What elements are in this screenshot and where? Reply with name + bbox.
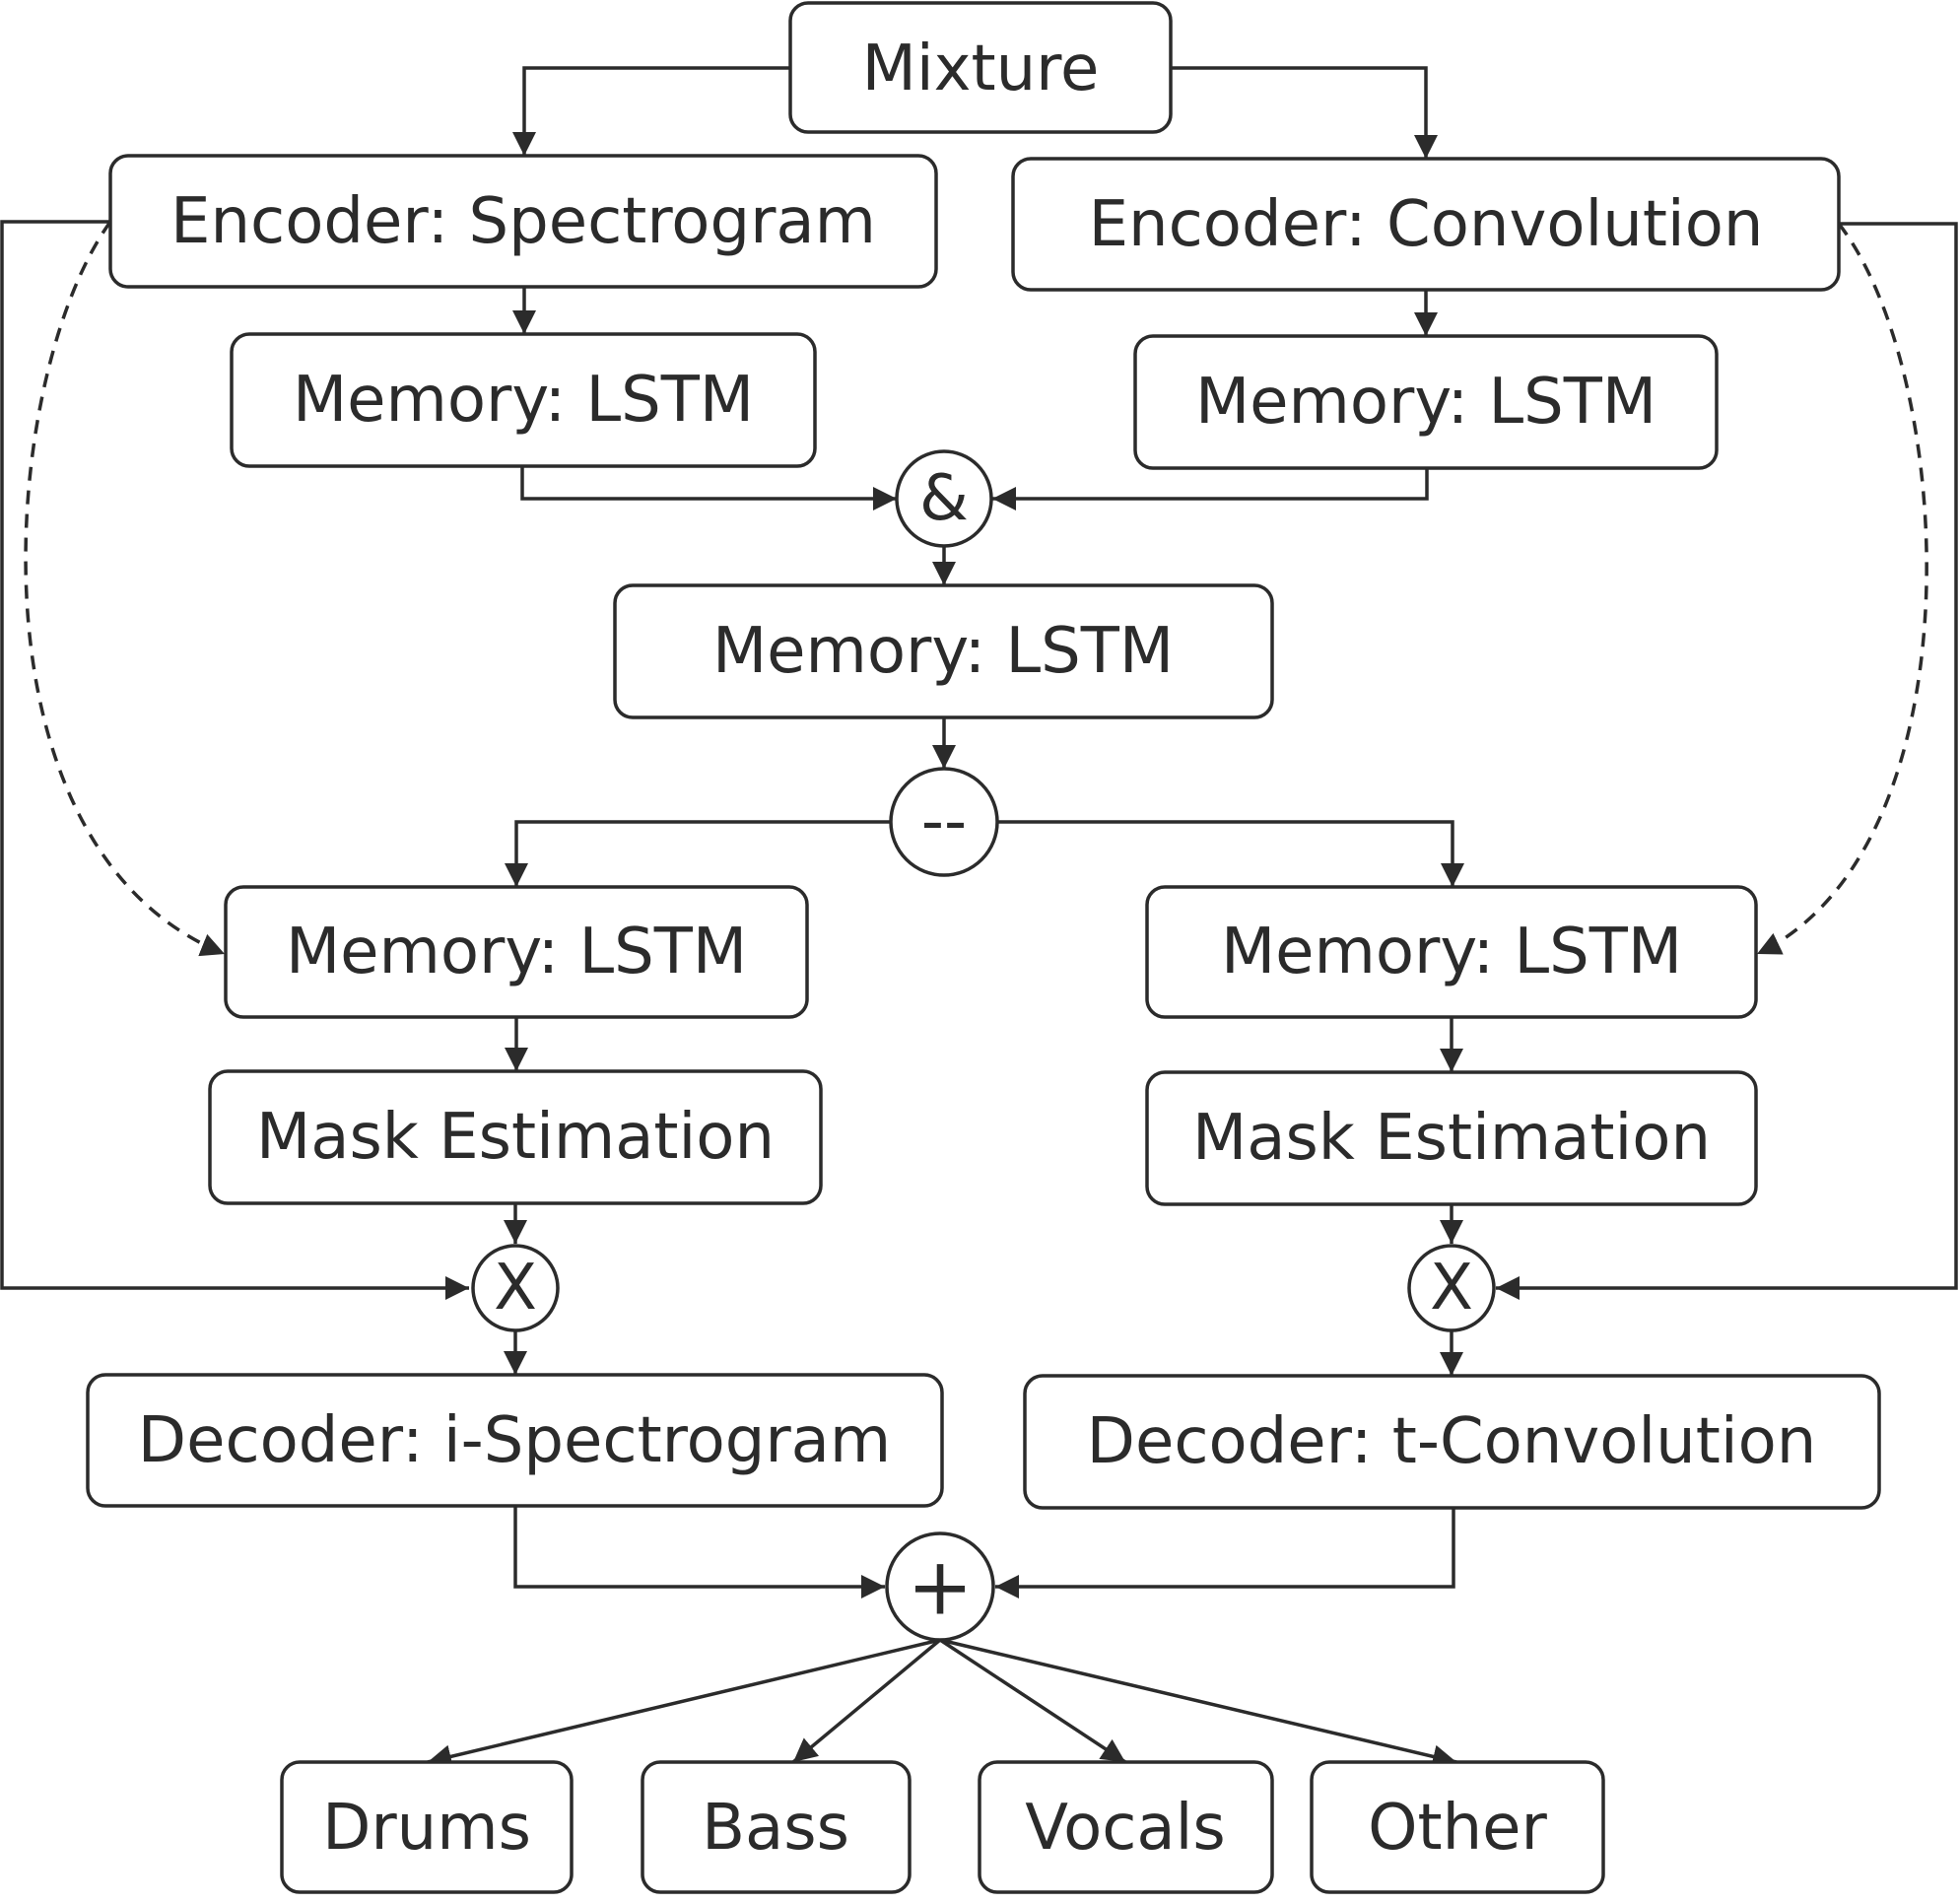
node-memory-lstm-left-bottom-label: Memory: LSTM xyxy=(286,916,747,988)
sum-operator-symbol: + xyxy=(907,1541,973,1633)
node-output-bass: Bass xyxy=(641,1760,912,1894)
edge-mixture-to-encoder-spectrogram xyxy=(512,66,790,156)
connectors xyxy=(0,66,1958,1769)
concat-operator-symbol: & xyxy=(919,462,969,535)
node-output-vocals: Vocals xyxy=(978,1760,1274,1894)
node-output-other: Other xyxy=(1310,1760,1605,1894)
multiply-operator-right: X xyxy=(1407,1244,1496,1332)
split-operator-symbol: -- xyxy=(921,785,967,858)
edge-decoder-right-to-sum xyxy=(995,1508,1455,1598)
node-output-bass-label: Bass xyxy=(702,1792,849,1865)
node-memory-lstm-right-bottom-label: Memory: LSTM xyxy=(1221,916,1682,988)
node-memory-lstm-left-top: Memory: LSTM xyxy=(230,332,817,468)
node-memory-lstm-center: Memory: LSTM xyxy=(613,583,1274,719)
concat-operator: & xyxy=(895,449,993,548)
node-memory-lstm-center-label: Memory: LSTM xyxy=(712,615,1174,688)
node-output-vocals-label: Vocals xyxy=(1025,1792,1226,1865)
node-decoder-t-convolution: Decoder: t-Convolution xyxy=(1023,1374,1881,1510)
edge-lstm-right-to-concat xyxy=(992,468,1429,510)
node-decoder-i-spectrogram: Decoder: i-Spectrogram xyxy=(86,1373,944,1508)
edge-sum-to-vocals xyxy=(939,1638,1126,1764)
skip-encoder-spectrogram-to-multiply xyxy=(0,220,469,1300)
node-memory-lstm-right-bottom: Memory: LSTM xyxy=(1145,885,1758,1019)
node-encoder-spectrogram: Encoder: Spectrogram xyxy=(108,154,938,289)
node-memory-lstm-right-top-label: Memory: LSTM xyxy=(1195,366,1656,439)
dashed-skip-encoder-convolution-to-lstm xyxy=(1756,222,1928,956)
node-mask-estimation-right: Mask Estimation xyxy=(1145,1070,1758,1206)
edge-lstm-left-to-concat xyxy=(520,466,897,510)
split-operator: -- xyxy=(889,767,999,877)
node-memory-lstm-left-top-label: Memory: LSTM xyxy=(293,364,754,437)
multiply-operator-left-symbol: X xyxy=(494,1252,537,1325)
node-decoder-i-spectrogram-label: Decoder: i-Spectrogram xyxy=(138,1404,891,1477)
node-decoder-t-convolution-label: Decoder: t-Convolution xyxy=(1087,1405,1817,1478)
sum-operator: + xyxy=(885,1531,995,1642)
node-encoder-convolution: Encoder: Convolution xyxy=(1011,157,1841,292)
node-mask-estimation-right-label: Mask Estimation xyxy=(1192,1102,1711,1175)
node-output-other-label: Other xyxy=(1368,1792,1547,1865)
edge-sum-to-drums xyxy=(427,1638,941,1769)
edge-decoder-left-to-sum xyxy=(513,1506,885,1598)
node-memory-lstm-right-top: Memory: LSTM xyxy=(1133,334,1719,470)
node-mask-estimation-left: Mask Estimation xyxy=(208,1069,823,1205)
edge-split-to-lstm-right xyxy=(998,820,1464,887)
edge-mixture-to-encoder-convolution xyxy=(1171,66,1438,159)
edge-sum-to-other xyxy=(939,1638,1457,1769)
multiply-operator-right-symbol: X xyxy=(1430,1252,1473,1325)
node-output-drums-label: Drums xyxy=(322,1792,531,1865)
edge-split-to-lstm-left xyxy=(505,820,890,887)
node-mixture: Mixture xyxy=(788,1,1173,134)
node-encoder-spectrogram-label: Encoder: Spectrogram xyxy=(170,185,876,258)
node-mixture-label: Mixture xyxy=(862,33,1100,105)
skip-encoder-convolution-to-multiply xyxy=(1496,222,1958,1300)
node-memory-lstm-left-bottom: Memory: LSTM xyxy=(224,885,809,1019)
dashed-skip-encoder-spectrogram-to-lstm xyxy=(24,220,226,957)
edge-sum-to-bass xyxy=(791,1638,942,1764)
node-mask-estimation-left-label: Mask Estimation xyxy=(256,1101,775,1174)
node-encoder-convolution-label: Encoder: Convolution xyxy=(1089,188,1764,261)
multiply-operator-left: X xyxy=(471,1244,560,1332)
node-output-drums: Drums xyxy=(280,1760,574,1894)
